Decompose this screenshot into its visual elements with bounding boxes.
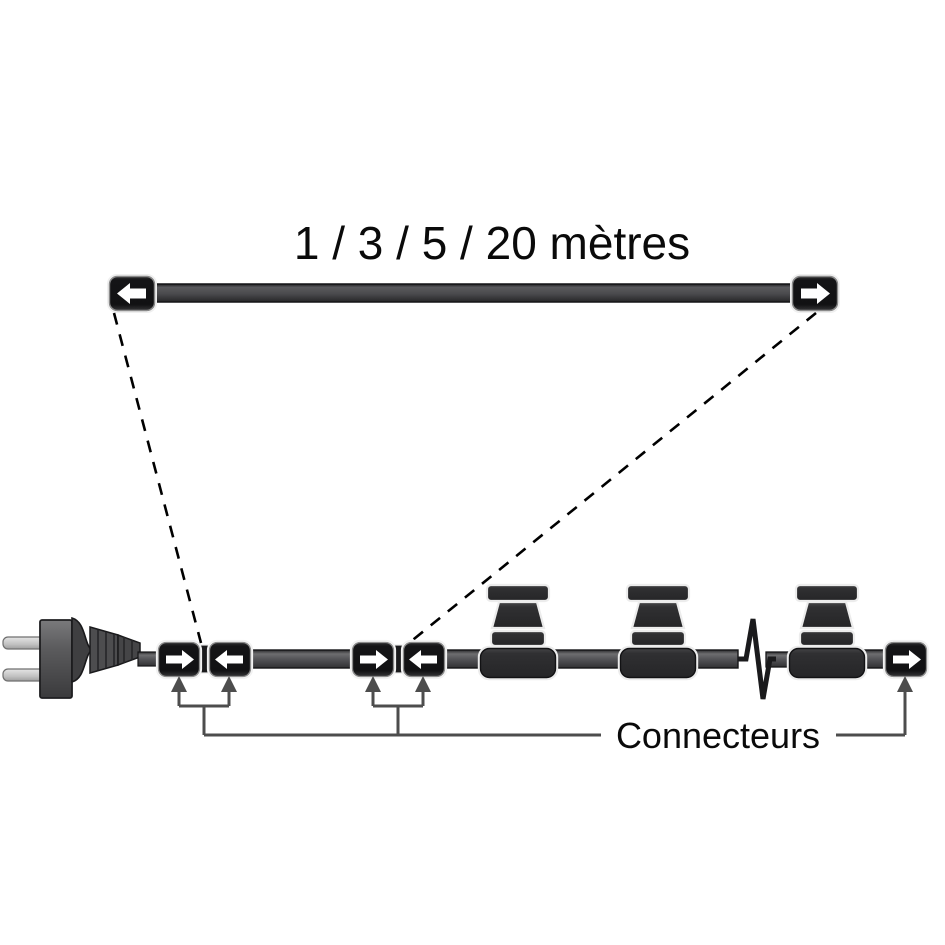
cable-c1-to-c2 — [245, 649, 359, 669]
lamp-2-mid-bar — [629, 629, 687, 648]
arrow-right-icon — [166, 650, 194, 669]
lamp-3-cap — [794, 583, 860, 603]
lamp-2-cap — [625, 583, 691, 603]
leader-arrowhead-1b — [221, 676, 237, 692]
measure-cap-right-bevel — [791, 275, 839, 312]
length-measure-bar — [107, 274, 840, 313]
lamp-3 — [786, 583, 868, 681]
connector-1a[interactable] — [155, 639, 203, 680]
arrow-right-icon — [893, 650, 921, 669]
connector-3-bevel — [884, 641, 928, 678]
measure-cap-left-bevel — [108, 275, 156, 312]
measure-bar-right-cap — [790, 274, 840, 313]
lamp-1-base — [477, 645, 559, 681]
lamp-3-base — [786, 645, 868, 681]
arrow-left-icon — [215, 650, 243, 669]
connector-1b-bevel — [208, 641, 252, 678]
connector-3[interactable] — [882, 639, 930, 680]
arrow-left-icon — [409, 650, 437, 669]
measure-bar-shaft — [149, 283, 796, 303]
lamp-1-mid-bar — [489, 629, 547, 648]
cable-break-symbol — [738, 618, 776, 700]
leader-arrowhead-1a — [171, 676, 187, 692]
leader-arrowheads — [171, 676, 913, 692]
plug-collar — [71, 616, 94, 684]
projection-line-right — [408, 311, 817, 645]
arrow-right-icon — [360, 650, 388, 669]
projection-line-left — [112, 312, 203, 644]
lamp-3-mid-bar — [798, 629, 856, 648]
projection-lines — [112, 311, 817, 645]
lamp-3-base-outline — [788, 647, 866, 679]
plug-face-block — [39, 619, 73, 699]
page-title: 1 / 3 / 5 / 20 mètres — [294, 217, 690, 269]
connector-2b-bevel — [402, 641, 446, 678]
connector-2b[interactable] — [400, 639, 448, 680]
lamp-2-shade — [630, 600, 686, 630]
lamp-1-shade — [490, 600, 546, 630]
measure-bar-left-cap — [107, 274, 157, 313]
arrow-left-icon — [117, 283, 146, 304]
lamp-2 — [617, 583, 699, 681]
lamp-1-base-outline — [479, 647, 557, 679]
arrow-right-icon — [801, 283, 830, 304]
lamp-3-shade — [799, 600, 855, 630]
connector-1b[interactable] — [206, 639, 254, 680]
leader-arrowhead-3 — [897, 676, 913, 692]
leader-arrowhead-2a — [365, 676, 381, 692]
cable-lamp1-to-lamp2 — [549, 649, 627, 669]
connectors-callout-label: Connecteurs — [616, 715, 820, 756]
lamp-1 — [477, 583, 559, 681]
plug-strain-ribs — [97, 630, 133, 670]
lamp-2-base — [617, 645, 699, 681]
lamp-1-cap — [485, 583, 551, 603]
power-plug — [2, 616, 141, 699]
plug-strain-relief-b — [117, 633, 141, 667]
lamp-2-base-outline — [619, 647, 697, 679]
leader-arrowhead-2b — [415, 676, 431, 692]
connector-2a[interactable] — [349, 639, 397, 680]
